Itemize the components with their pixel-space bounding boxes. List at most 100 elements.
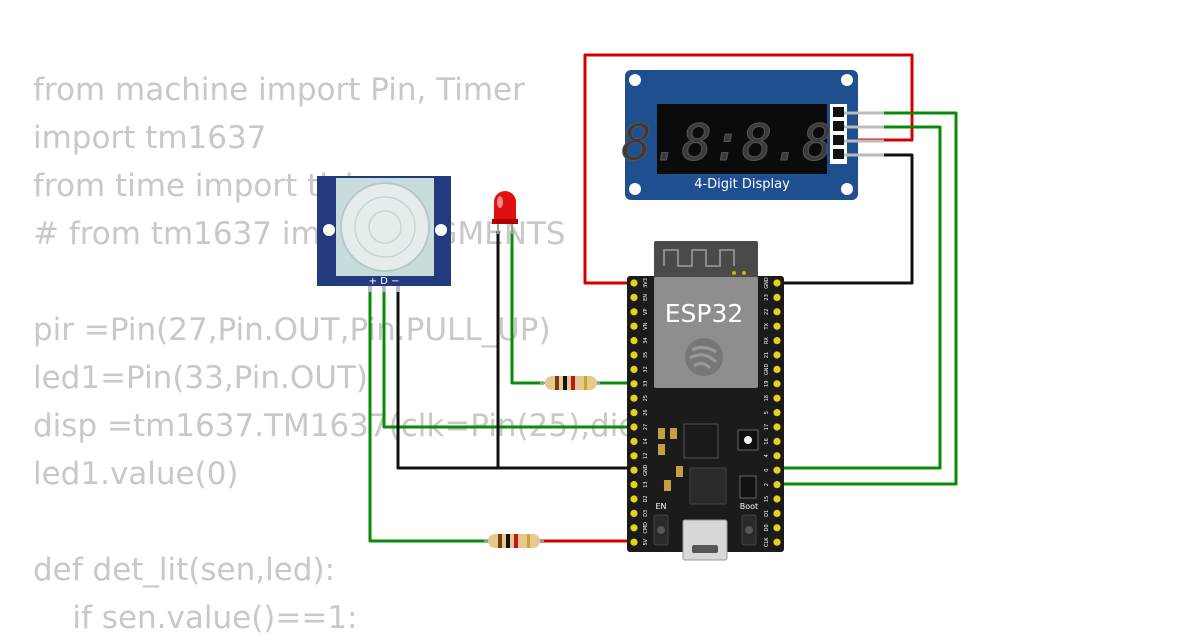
wire-green-display-clk[interactable] bbox=[776, 125, 942, 470]
led-rim bbox=[492, 219, 518, 224]
esp32-pin-label: 21 bbox=[764, 352, 770, 358]
pir-dome bbox=[340, 182, 430, 272]
esp32-pin-label: TX bbox=[764, 322, 770, 330]
esp32-pin-right[interactable] bbox=[773, 293, 781, 301]
esp32-pin-left[interactable] bbox=[630, 481, 638, 489]
esp32-pin-label: RX bbox=[764, 337, 770, 344]
usb-port[interactable] bbox=[682, 519, 728, 561]
pir-pin-gnd bbox=[396, 286, 400, 292]
esp32-pin-right[interactable] bbox=[773, 308, 781, 316]
esp32-pin-label: 2 bbox=[764, 483, 770, 486]
esp32-pin-right[interactable] bbox=[773, 524, 781, 532]
esp32-pin-left[interactable] bbox=[630, 322, 638, 330]
esp32-pin-headers: 3V3ENVPVN343532332526271412GND13D2D3CMD5… bbox=[630, 277, 781, 547]
esp32-label: ESP32 bbox=[665, 299, 744, 328]
display-header-pin bbox=[833, 107, 844, 117]
esp32-pin-right[interactable] bbox=[773, 509, 781, 517]
esp32-pin-label: 3V3 bbox=[643, 278, 649, 288]
esp32-pin-right[interactable] bbox=[773, 481, 781, 489]
esp32-pin-right[interactable] bbox=[773, 423, 781, 431]
smd-components bbox=[658, 423, 759, 505]
pir-pin-data bbox=[382, 286, 386, 292]
display-pin-legs bbox=[844, 111, 884, 157]
esp32-pin-label: 17 bbox=[764, 424, 770, 430]
esp32-pin-left[interactable] bbox=[630, 466, 638, 474]
esp32-pin-left[interactable] bbox=[630, 279, 638, 287]
display-header-pin bbox=[833, 149, 844, 159]
wire-green-pir-vcc[interactable] bbox=[368, 286, 490, 543]
esp32-pin-left[interactable] bbox=[630, 524, 638, 532]
esp32-pin-label: 5 bbox=[764, 411, 770, 414]
esp32-pin-left[interactable] bbox=[630, 308, 638, 316]
esp32-pin-right[interactable] bbox=[773, 351, 781, 359]
pir-pin-vcc bbox=[368, 286, 372, 292]
esp32-pin-label: 15 bbox=[764, 496, 770, 502]
esp32-pin-right[interactable] bbox=[773, 452, 781, 460]
esp32-pin-label: EN bbox=[643, 294, 649, 301]
esp32-pin-label: D2 bbox=[643, 495, 649, 502]
display-window bbox=[657, 104, 827, 174]
esp32-pin-left[interactable] bbox=[630, 437, 638, 445]
esp32-pin-label: 0 bbox=[764, 469, 770, 472]
esp32-pin-left[interactable] bbox=[630, 293, 638, 301]
wire-black-pir-gnd[interactable] bbox=[396, 286, 634, 470]
code-line: led1.value(0) bbox=[33, 456, 239, 492]
wire-red-display-vcc[interactable] bbox=[583, 53, 914, 285]
esp32-pin-label: 18 bbox=[764, 395, 770, 401]
esp32-pin-left[interactable] bbox=[630, 409, 638, 417]
esp32-pin-label: 19 bbox=[764, 381, 770, 387]
esp32-pin-right[interactable] bbox=[773, 538, 781, 546]
esp32-pin-label: 5V bbox=[643, 538, 649, 545]
esp32-pin-left[interactable] bbox=[630, 509, 638, 517]
mount-hole bbox=[629, 183, 641, 195]
esp32-pin-right[interactable] bbox=[773, 322, 781, 330]
four-digit-display[interactable]: 8.8:8.8. 4-Digit Display bbox=[621, 70, 884, 200]
mount-hole bbox=[435, 224, 447, 236]
esp32-pin-right[interactable] bbox=[773, 365, 781, 373]
esp32-pin-left[interactable] bbox=[630, 365, 638, 373]
esp32-pin-label: CLK bbox=[764, 537, 770, 547]
red-led[interactable] bbox=[492, 191, 518, 234]
esp32-pin-label: 13 bbox=[643, 481, 649, 487]
mount-hole bbox=[841, 183, 853, 195]
resistor-led[interactable] bbox=[540, 376, 600, 390]
esp32-pin-label: VP bbox=[643, 309, 649, 315]
boot-button-label: Boot bbox=[740, 502, 758, 511]
esp32-pin-left[interactable] bbox=[630, 538, 638, 546]
esp32-module bbox=[654, 277, 758, 388]
esp32-pin-label: 4 bbox=[764, 454, 770, 457]
pir-dome-ring bbox=[368, 210, 402, 244]
wire-green-display-dio[interactable] bbox=[776, 111, 958, 486]
mount-hole bbox=[323, 224, 335, 236]
esp32-pin-right[interactable] bbox=[773, 495, 781, 503]
wire-black-led-cathode[interactable] bbox=[496, 230, 634, 470]
esp32-pin-left[interactable] bbox=[630, 423, 638, 431]
esp32-pin-right[interactable] bbox=[773, 380, 781, 388]
esp32-pin-left[interactable] bbox=[630, 495, 638, 503]
esp32-pin-left[interactable] bbox=[630, 337, 638, 345]
wire-green-pir-data[interactable] bbox=[382, 286, 634, 429]
wire-green-led-anode[interactable] bbox=[510, 230, 545, 385]
esp32-pin-label: 34 bbox=[643, 337, 649, 343]
esp32-pin-label: VN bbox=[643, 322, 649, 329]
esp32-pin-right[interactable] bbox=[773, 409, 781, 417]
esp32-pin-right[interactable] bbox=[773, 437, 781, 445]
esp32-pin-right[interactable] bbox=[773, 337, 781, 345]
display-header-pin bbox=[833, 121, 844, 131]
esp32-board[interactable]: ESP32 EN Boot 3V3ENVPVN34353233252627141… bbox=[627, 241, 784, 561]
antenna-trace bbox=[663, 249, 735, 267]
esp32-pin-left[interactable] bbox=[630, 351, 638, 359]
esp32-pin-label: 12 bbox=[643, 453, 649, 459]
esp32-pin-right[interactable] bbox=[773, 466, 781, 474]
esp32-pin-label: 33 bbox=[643, 381, 649, 387]
esp32-pin-right[interactable] bbox=[773, 279, 781, 287]
esp32-pin-label: 16 bbox=[764, 438, 770, 444]
resistor-pir[interactable] bbox=[484, 534, 544, 548]
esp32-pin-right[interactable] bbox=[773, 394, 781, 402]
mount-hole bbox=[629, 74, 641, 86]
esp32-pin-left[interactable] bbox=[630, 380, 638, 388]
pir-motion-sensor[interactable]: + D − bbox=[317, 176, 451, 292]
esp32-pin-left[interactable] bbox=[630, 452, 638, 460]
mount-hole bbox=[841, 74, 853, 86]
esp32-pin-left[interactable] bbox=[630, 394, 638, 402]
